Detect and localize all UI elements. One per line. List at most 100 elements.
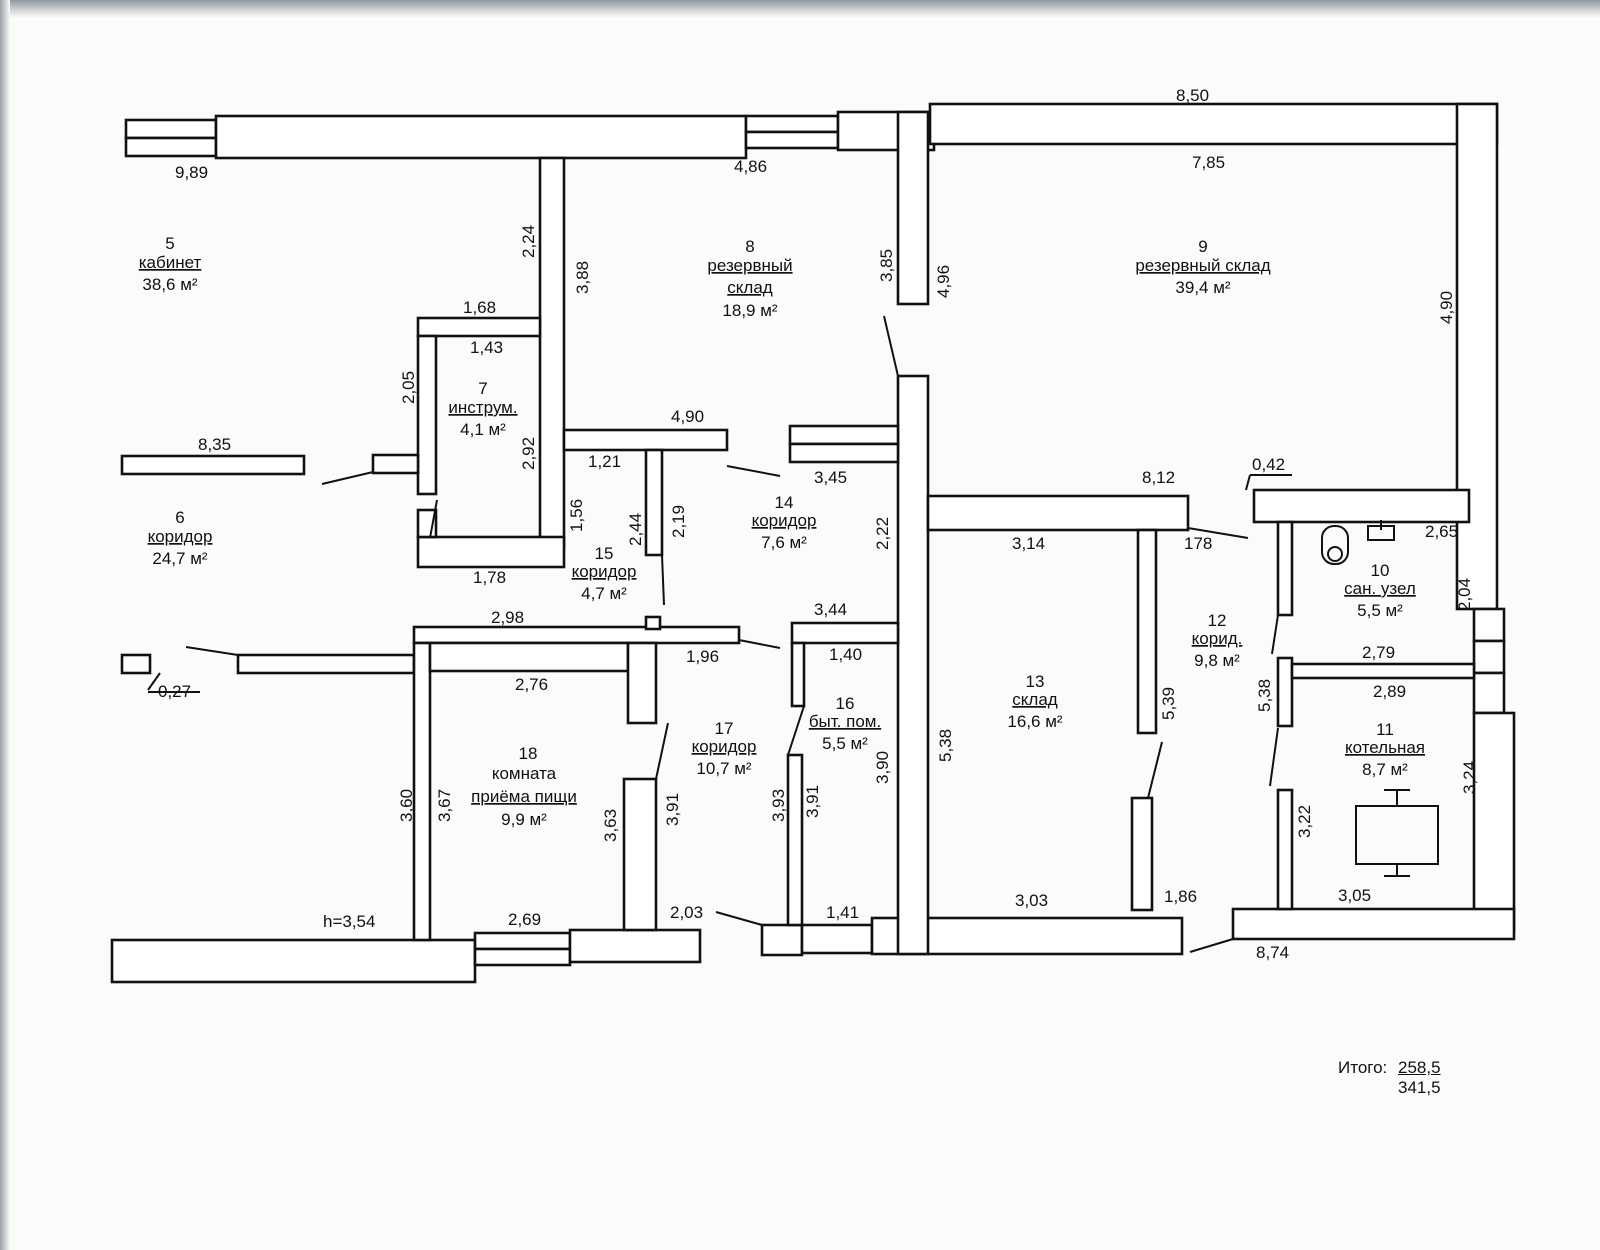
room-11-name: котельная bbox=[1345, 738, 1425, 757]
room-16-number: 16 bbox=[836, 694, 855, 713]
door-lines bbox=[147, 315, 1279, 953]
wall-bottom-pier bbox=[760, 923, 804, 957]
wall-7-stub bbox=[371, 453, 420, 475]
dim-344: 3,44 bbox=[814, 600, 847, 619]
boiler-icon bbox=[1355, 805, 1439, 865]
dim-141: 1,41 bbox=[826, 903, 859, 922]
window-top-left-2 bbox=[124, 136, 218, 158]
totals-value-2: 341,5 bbox=[1398, 1078, 1441, 1097]
dim-367: 3,67 bbox=[435, 789, 454, 822]
room-8-name: резервный bbox=[707, 256, 792, 275]
wall-16-left-upper bbox=[790, 641, 806, 708]
room-6-name: коридор bbox=[148, 527, 213, 546]
totals-value-1: 258,5 bbox=[1398, 1058, 1441, 1077]
dim-812: 8,12 bbox=[1142, 468, 1175, 487]
dim-027: 0,27 bbox=[158, 682, 191, 701]
dim-269: 2,69 bbox=[508, 910, 541, 929]
totals: Итого: 258,5 341,5 bbox=[1338, 1058, 1441, 1098]
dim-203: 2,03 bbox=[670, 903, 703, 922]
wall-7-top bbox=[416, 316, 542, 338]
dim-391a: 3,91 bbox=[663, 793, 682, 826]
wall-top-left bbox=[214, 114, 748, 160]
totals-fraction: 258,5 341,5 bbox=[1398, 1058, 1441, 1098]
room-18-area: 9,9 м² bbox=[501, 810, 547, 829]
dim-196: 1,96 bbox=[686, 647, 719, 666]
wall-18-inner-top bbox=[428, 641, 630, 673]
dim-538a: 5,38 bbox=[936, 729, 955, 762]
door-10 bbox=[1271, 614, 1279, 655]
dim-186: 1,86 bbox=[1164, 887, 1197, 906]
window-top-mid-2 bbox=[744, 130, 840, 150]
room-16-name: быт. пом. bbox=[809, 712, 881, 731]
door-9-12 bbox=[1187, 527, 1249, 539]
window-right-3 bbox=[1472, 671, 1506, 715]
room-8-number: 8 bbox=[745, 237, 754, 256]
dim-289: 2,89 bbox=[1373, 682, 1406, 701]
wall-12-10 bbox=[1276, 520, 1294, 617]
scan-edge-top bbox=[0, 0, 1600, 18]
dim-324: 3,24 bbox=[1460, 761, 1479, 794]
dim-850: 8,50 bbox=[1176, 86, 1209, 105]
wall-6-top bbox=[120, 454, 306, 476]
wall-10-top bbox=[1252, 488, 1471, 524]
window-right-2 bbox=[1472, 639, 1506, 675]
dim-204: 2,04 bbox=[1455, 578, 1474, 611]
room-18-number: 18 bbox=[519, 744, 538, 763]
wall-8-bottom-right bbox=[788, 424, 900, 446]
wall-9-bottom bbox=[926, 494, 1190, 532]
door-15 bbox=[661, 554, 665, 606]
room-9-number: 9 bbox=[1198, 237, 1207, 256]
dim-393: 3,93 bbox=[769, 789, 788, 822]
window-right-1 bbox=[1472, 607, 1506, 643]
room-14-name: коридор bbox=[752, 511, 817, 530]
dim-298: 2,98 bbox=[491, 608, 524, 627]
dim-140: 1,40 bbox=[829, 645, 862, 664]
marker-027 bbox=[147, 672, 161, 691]
wall-8-bottom-right-2 bbox=[788, 442, 900, 464]
wall-7-bottom bbox=[416, 535, 566, 569]
dim-168: 1,68 bbox=[463, 298, 496, 317]
dim-391b: 3,91 bbox=[803, 785, 822, 818]
room-8-area: 18,9 м² bbox=[722, 301, 777, 320]
room-5-name: кабинет bbox=[139, 253, 202, 272]
dim-219: 2,19 bbox=[669, 505, 688, 538]
wall-13-12-upper bbox=[1136, 528, 1158, 735]
window-bottom-1 bbox=[473, 931, 572, 951]
door-17-18 bbox=[655, 722, 669, 780]
room-10-area: 5,5 м² bbox=[1357, 601, 1403, 620]
dim-292: 2,92 bbox=[519, 437, 538, 470]
room-7-number: 7 bbox=[478, 379, 487, 398]
dim-322: 3,22 bbox=[1295, 805, 1314, 838]
wall-right-upper bbox=[1455, 102, 1499, 611]
wall-18-top bbox=[412, 625, 741, 645]
room-14-area: 7,6 м² bbox=[761, 533, 807, 552]
dim-496: 4,96 bbox=[934, 265, 953, 298]
dim-205: 2,05 bbox=[399, 371, 418, 404]
room-7-area: 4,1 м² bbox=[460, 420, 506, 439]
wall-bottom-left bbox=[110, 938, 477, 984]
dim-279: 2,79 bbox=[1362, 643, 1395, 662]
room-17-number: 17 bbox=[715, 719, 734, 738]
door-17 bbox=[738, 639, 781, 649]
wall-18-right-stub bbox=[626, 641, 658, 725]
door-11 bbox=[1269, 727, 1279, 787]
totals-label: Итого: bbox=[1338, 1058, 1388, 1077]
door-entrance bbox=[715, 911, 763, 926]
room-12-area: 9,8 м² bbox=[1194, 651, 1240, 670]
wall-marker bbox=[644, 615, 662, 631]
dim-486: 4,86 bbox=[734, 157, 767, 176]
room-13-number: 13 bbox=[1026, 672, 1045, 691]
dim-345: 3,45 bbox=[814, 468, 847, 487]
room-6-area: 24,7 м² bbox=[152, 549, 207, 568]
dim-143: 1,43 bbox=[470, 338, 503, 357]
door-7 bbox=[429, 499, 438, 539]
room-15-name: коридор bbox=[572, 562, 637, 581]
dim-156: 1,56 bbox=[567, 499, 586, 532]
wall-top-right bbox=[928, 102, 1499, 146]
dim-042-tick bbox=[1245, 474, 1251, 491]
window-top-mid bbox=[744, 114, 840, 134]
wall-16-top bbox=[790, 621, 900, 645]
dim-h: h=3,54 bbox=[323, 912, 375, 931]
dim-121: 1,21 bbox=[588, 452, 621, 471]
